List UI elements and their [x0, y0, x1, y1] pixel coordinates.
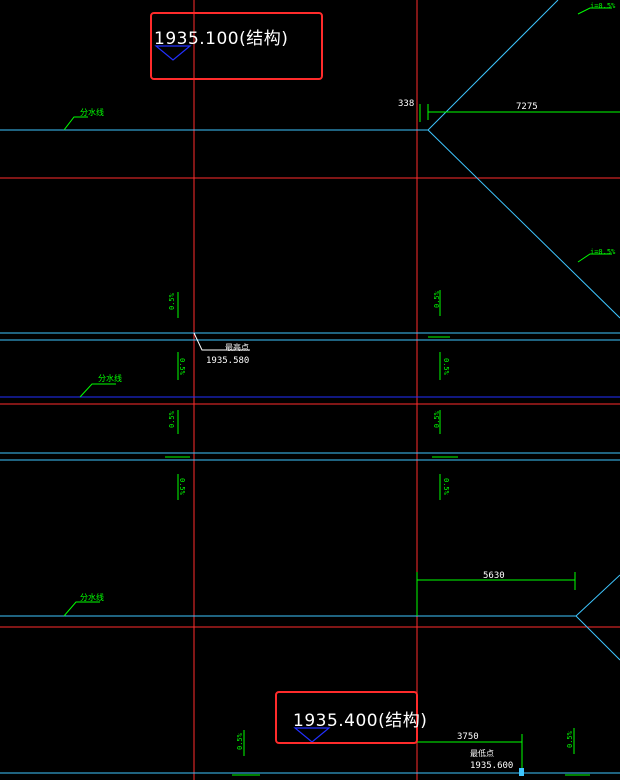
slope-v-4: 0.5% [178, 478, 186, 495]
slope-v-2: 0.5% [178, 358, 186, 375]
dim-338: 338 [398, 99, 415, 109]
dim-7275: 7275 [516, 102, 538, 112]
leader-fsx-2 [79, 383, 116, 398]
slope-label-top-right: i=0.5% [590, 2, 616, 10]
elevation-text-top: 1935.100(结构) [154, 29, 289, 49]
bottom-point-label: 最低点 [470, 749, 494, 758]
leader-slope-1 [577, 253, 612, 263]
slope-v-1: 0.5% [168, 293, 176, 310]
slope-v-8: 0.5% [442, 478, 450, 495]
fenshuixian-label-3: 分水线 [80, 593, 104, 602]
leader-fsx-3 [63, 601, 100, 617]
bottom-point-value: 1935.600 [470, 761, 514, 771]
outline-diag-4 [575, 615, 620, 661]
outline-diag-2 [427, 129, 620, 319]
slope-arrows [177, 290, 575, 756]
highlight-box-bottom [275, 691, 418, 744]
outline-diag-3 [575, 574, 620, 617]
slope-v-3: 0.5% [168, 411, 176, 428]
leader-zuidi [193, 332, 250, 351]
highlight-box-top [150, 12, 323, 80]
elevation-marker-bottom [293, 727, 331, 743]
drain-marker [519, 768, 524, 776]
elevation-text-bottom: 1935.400(结构) [293, 711, 428, 731]
leader-fsx-1 [63, 116, 88, 131]
dim-5630: 5630 [483, 571, 505, 581]
slope-v-6: 0.5% [442, 358, 450, 375]
slope-v-9: 0.5% [236, 733, 244, 750]
slope-label-mid-right: i=0.5% [590, 248, 616, 256]
slope-v-5: 0.5% [433, 291, 441, 308]
slope-v-7: 0.5% [433, 411, 441, 428]
fenshuixian-label-1: 分水线 [80, 108, 104, 117]
leader-slope-2 [577, 7, 612, 15]
elevation-marker-top [154, 45, 192, 61]
zuidi-value: 1935.580 [206, 356, 250, 366]
zuidi-label: 最高点 [225, 343, 249, 352]
outline-diag-1 [427, 0, 559, 131]
dim-3750: 3750 [457, 732, 479, 742]
dimension-lines [63, 7, 620, 776]
slope-v-10: 0.5% [566, 731, 574, 748]
fenshuixian-label-2: 分水线 [98, 374, 122, 383]
